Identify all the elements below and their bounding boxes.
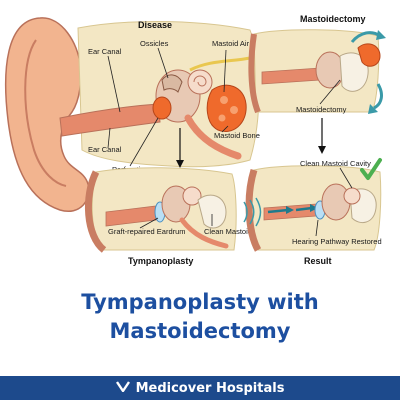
hearing-pathway-label-text: Hearing Pathway Restored (292, 237, 382, 246)
ear-canal-label-bottom: Ear Canal (88, 145, 122, 154)
ossicles-label: Ossicles (140, 39, 169, 48)
hearing-pathway-label: Hearing Pathway Restored (292, 237, 382, 246)
result-title: Result (304, 256, 332, 266)
result-panel: Clean Mastoid Cavity Hearing Pathway Res… (244, 159, 382, 266)
mastoidectomy-panel: Mastoidectomy Mastoidectomy (251, 14, 386, 154)
brand-footer: Medicover Hospitals (0, 376, 400, 400)
medicover-logo-icon (116, 380, 130, 396)
mastoidectomy-side-label: Mastoidectomy (296, 105, 347, 114)
mastoid-infection (207, 85, 246, 131)
ear-canal-label-top: Ear Canal (88, 47, 122, 56)
graft-eardrum-label: Graft-repaired Eardrum (108, 227, 186, 236)
main-heading-line-2: Mastoidectomy (0, 317, 400, 346)
middle-ear-infection (153, 97, 171, 119)
brand-name: Medicover Hospitals (136, 381, 285, 396)
clean-cavity-result-label-text: Clean Mastoid Cavity (300, 159, 371, 168)
mastoid-bone-label: Mastoid Bone (214, 131, 260, 140)
graft-eardrum-label-text: Graft-repaired Eardrum (108, 227, 186, 236)
disease-title: Disease (138, 20, 172, 30)
main-heading-line-1: Tympanoplasty with (0, 288, 400, 317)
main-heading: Tympanoplasty with Mastoidectomy (0, 288, 400, 346)
mastoidectomy-title: Mastoidectomy (300, 14, 366, 24)
tympanoplasty-title: Tympanoplasty (128, 256, 193, 266)
clean-cavity-result-label: Clean Mastoid Cavity (300, 159, 371, 168)
